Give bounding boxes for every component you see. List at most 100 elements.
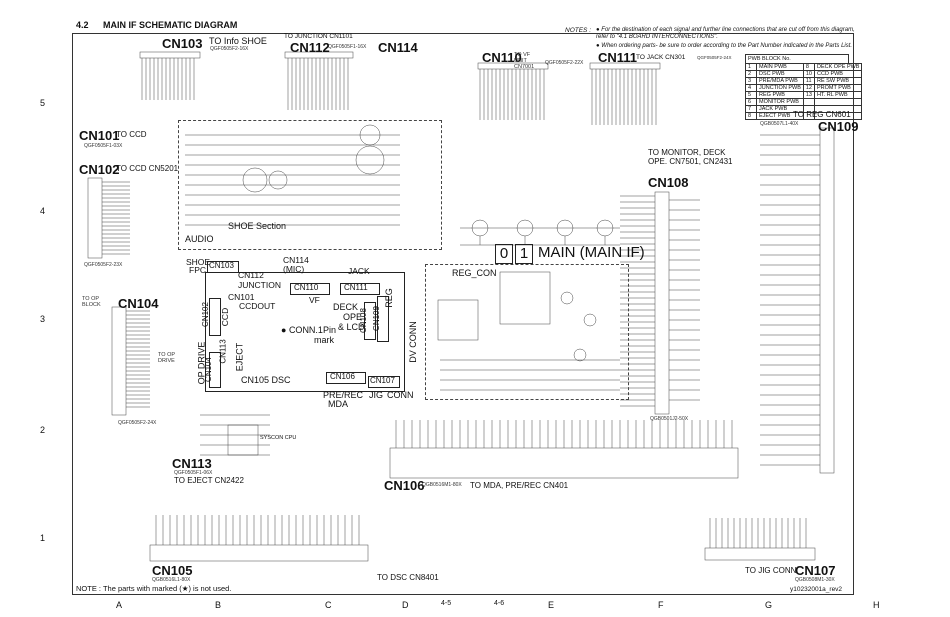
cn107-label: CN107 — [795, 563, 836, 578]
map-cn107: CN107 — [370, 376, 395, 385]
shoe-section-box — [178, 120, 442, 250]
cn105-part: QGB0516L1-80X — [152, 577, 191, 583]
col-label-e: E — [548, 600, 555, 610]
map-vf: VF — [309, 295, 320, 305]
row-label-2: 2 — [40, 425, 46, 435]
map-conn: CONN — [387, 390, 414, 400]
cn102-desc: TO CCD CN5201 — [116, 164, 179, 173]
col-label-h: H — [873, 600, 880, 610]
col-label-g: G — [765, 600, 773, 610]
pwb-cell: REG PWB — [756, 91, 804, 99]
audio-label: AUDIO — [185, 234, 214, 244]
main-board-title: MAIN (MAIN IF) — [538, 244, 645, 261]
cn107-desc: TO JIG CONN — [745, 566, 797, 575]
cn103-desc: TO Info SHOE — [209, 36, 267, 46]
notes-label: NOTES : — [565, 27, 592, 34]
pwb-cell: 5 — [745, 91, 757, 99]
cn106-desc: TO MDA, PRE/REC CN401 — [470, 481, 569, 490]
map-cn104: CN104 — [203, 357, 213, 382]
map-cn114: CN114 — [283, 255, 309, 265]
cn103-part: QGF0505F2-16X — [210, 46, 249, 52]
cn103-label: CN103 — [162, 36, 203, 51]
pwb-cell: DECK OPE PWB — [813, 63, 863, 71]
map-cn106-box — [326, 372, 366, 384]
pwb-cell: 6 — [745, 98, 757, 106]
pwb-block-title: PWB BLOCK No. — [745, 54, 849, 63]
cn112-part: QGF0505F1-16X — [328, 44, 367, 50]
pwb-cell: 8 — [745, 112, 757, 120]
pwb-cell: 10 — [802, 70, 816, 78]
map-ccd: CCD — [220, 307, 231, 327]
pwb-cell: 8 — [802, 63, 816, 71]
reg-con-box — [425, 264, 629, 400]
pwb-cell: CCD PWB — [813, 70, 863, 78]
page-number-right: 4-6 — [494, 600, 505, 607]
cn101-part: QGF0505F1-03X — [84, 143, 123, 149]
pwb-cell: MAIN PWB — [756, 63, 804, 71]
row-label-3: 3 — [40, 314, 46, 324]
cn113-part: QGF0505F1-06X — [174, 470, 213, 476]
map-cn112: CN112 — [238, 270, 264, 280]
row-label-5: 5 — [40, 98, 46, 108]
map-cn108: CN108 — [358, 308, 368, 333]
map-cn103-box — [207, 261, 239, 273]
schematic-frame — [72, 33, 854, 595]
pwb-cell — [802, 112, 816, 120]
map-cn113: CN113 — [218, 339, 228, 364]
note-2: ● When ordering parts- be sure to order … — [596, 43, 853, 49]
cn109-part: QGB0507L1-40X — [760, 121, 799, 127]
map-cn111: CN111 — [344, 283, 368, 292]
col-label-f: F — [658, 600, 664, 610]
pwb-cell: 4 — [745, 84, 757, 92]
cn107-part: QGB0508M1-30X — [795, 577, 835, 583]
map-cn105-dsc: CN105 DSC — [241, 375, 291, 385]
map-eject: EJECT — [234, 342, 245, 372]
cn110-desc: TO VF UNIT CN7001 — [514, 52, 535, 70]
map-cn102: CN102 — [200, 302, 210, 327]
cn104-part: QGF0505F2-24X — [118, 420, 157, 426]
pwb-cell: 2 — [745, 70, 757, 78]
shoe-section-label: SHOE Section — [228, 221, 287, 231]
pwb-cell: 12 — [802, 84, 816, 92]
cn102-label: CN102 — [79, 162, 120, 177]
pwb-cell: PROMT PWB — [813, 84, 863, 92]
cn113-label: CN113 — [172, 456, 212, 471]
cn104-desc-op-drive: TO OP DRIVE — [158, 352, 175, 364]
map-cn107-box — [368, 376, 400, 388]
map-reg: REG — [383, 288, 394, 308]
cn111-desc: TO JACK CN301 — [636, 54, 686, 61]
cn108-desc: TO MONITOR, DECK OPE. CN7501, CN2431 — [648, 148, 733, 166]
pwb-cell — [802, 98, 816, 106]
col-label-d: D — [402, 600, 409, 610]
cn113-desc: TO EJECT CN2422 — [174, 476, 244, 485]
map-jig: JIG — [369, 390, 384, 400]
map-deck: DECK — [333, 302, 359, 312]
col-label-b: B — [215, 600, 222, 610]
cn109-desc: TO REG CN601 — [793, 110, 851, 119]
pwb-cell: RE SW PWB — [813, 77, 863, 85]
cn101-desc: TO CCD — [116, 130, 147, 139]
map-cn110: CN110 — [294, 283, 319, 292]
pwb-cell: 7 — [745, 105, 757, 113]
pwb-cell: 13 — [802, 91, 816, 99]
col-label-a: A — [116, 600, 123, 610]
cn104-desc-op-block: TO OP BLOCK — [82, 296, 101, 308]
map-cn102-box — [209, 298, 221, 336]
cn102-part: QGF0505F2-23X — [84, 262, 123, 268]
map-cn101: CN101 — [228, 292, 255, 302]
cn111-label: CN111 — [598, 50, 638, 65]
map-ope: OPE — [343, 312, 363, 322]
map-dv-conn: DV CONN — [407, 321, 418, 363]
cn105-desc: TO DSC CN8401 — [377, 573, 439, 582]
map-cn111-box — [340, 283, 380, 295]
map-junction: JUNCTION — [238, 280, 281, 290]
board-layout-map — [205, 272, 405, 392]
row-label-1: 1 — [40, 533, 46, 543]
map-cn109: CN109 — [371, 306, 381, 331]
page-number-left: 4-5 — [441, 600, 452, 607]
